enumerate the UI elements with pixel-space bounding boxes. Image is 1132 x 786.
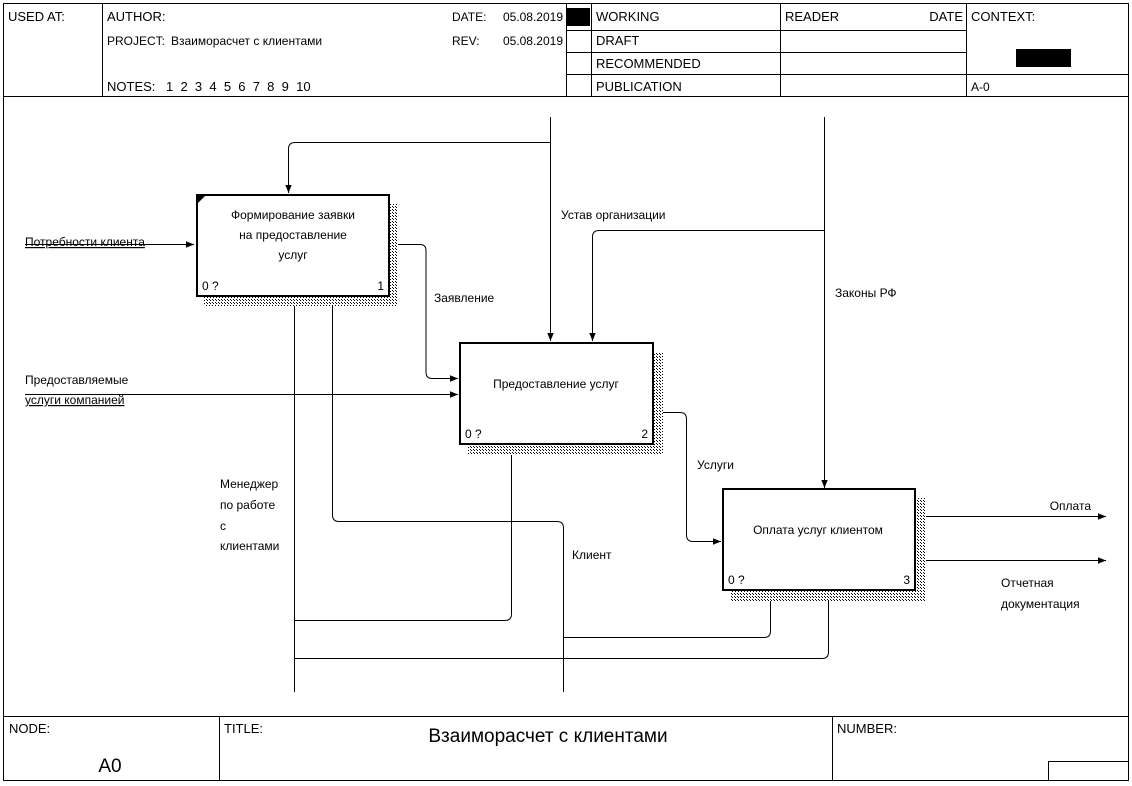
status-publication: PUBLICATION <box>596 79 682 94</box>
notes-label: NOTES: <box>107 79 155 94</box>
label-manager-line-2: по работе <box>220 498 275 512</box>
used-at-label: USED AT: <box>8 9 65 24</box>
label-needs: Потребности клиента <box>25 235 145 249</box>
arrow-manager-box2 <box>294 447 515 621</box>
working-status-marker <box>567 8 590 26</box>
reader-date-label: DATE <box>929 9 963 24</box>
date-value: 05.08.2019 <box>503 10 563 24</box>
context-node-marker <box>1016 49 1071 67</box>
notes-numbers: 1 2 3 4 5 6 7 8 9 10 <box>166 79 311 94</box>
status-recommended: RECOMMENDED <box>596 56 701 71</box>
label-services: Услуги <box>697 458 734 472</box>
footer-block: NODE: A0 TITLE: Взаиморасчет с клиентами… <box>3 716 1129 781</box>
box-3-title: Оплата услуг клиентом <box>753 523 883 537</box>
header-block: USED AT: AUTHOR: PROJECT: Взаиморасчет с… <box>3 4 1129 97</box>
arrow-client-box1 <box>329 298 564 692</box>
number-label: NUMBER: <box>837 721 897 736</box>
project-label: PROJECT: <box>107 34 165 48</box>
box-1-title-line-2: на предоставление <box>239 228 347 242</box>
context-node: A-0 <box>971 80 990 94</box>
label-application: Заявление <box>434 291 495 305</box>
diagram-title: Взаиморасчет с клиентами <box>428 726 667 747</box>
label-manager-line-4: клиентами <box>220 539 279 553</box>
label-client: Клиент <box>572 548 612 562</box>
arrow-labels: Потребности клиента Предоставляемые услу… <box>25 208 1091 611</box>
label-laws: Законы РФ <box>835 286 897 300</box>
label-services-line-2: услуги компанией <box>25 393 124 407</box>
box-3-cost: 0 ? <box>728 573 745 587</box>
context-label: CONTEXT: <box>971 9 1035 24</box>
arrow-application <box>390 244 458 382</box>
title-label: TITLE: <box>224 721 263 736</box>
arrow-charter-branch <box>285 142 551 193</box>
label-charter: Устав организации <box>561 208 665 222</box>
arrow-client-box3 <box>563 592 774 638</box>
arrows <box>25 117 1106 692</box>
rev-label: REV: <box>452 34 480 48</box>
box-1-cost: 0 ? <box>202 279 219 293</box>
box-1-number: 1 <box>377 279 384 293</box>
box-1-frame[interactable] <box>196 194 390 297</box>
author-label: AUTHOR: <box>107 9 166 24</box>
label-report-line-1: Отчетная <box>1001 576 1054 590</box>
reader-label: READER <box>785 9 839 24</box>
rev-value: 05.08.2019 <box>503 34 563 48</box>
arrow-services <box>654 412 721 545</box>
node-label: NODE: <box>9 721 50 736</box>
label-payment: Оплата <box>1050 499 1092 513</box>
box-1-corner-marker <box>198 196 205 203</box>
status-draft: DRAFT <box>596 33 639 48</box>
page-frame <box>3 3 1129 781</box>
activity-box-3[interactable]: Оплата услуг клиентом 0 ? 3 <box>722 488 926 601</box>
label-manager-line-3: с <box>220 519 226 533</box>
box-1-title-line-1: Формирование заявки <box>231 208 355 222</box>
box-2-number: 2 <box>641 427 648 441</box>
label-services-line-1: Предоставляемые <box>25 373 129 387</box>
project-name: Взаиморасчет с клиентами <box>171 34 322 48</box>
box-2-frame[interactable] <box>459 342 654 445</box>
activity-box-1[interactable]: Формирование заявки на предоставление ус… <box>196 194 398 306</box>
box-2-cost: 0 ? <box>465 427 482 441</box>
arrow-laws-branch <box>589 230 825 341</box>
box-1-title-line-3: услуг <box>278 248 308 262</box>
box-2-title: Предоставление услуг <box>493 377 619 391</box>
date-label: DATE: <box>452 10 486 24</box>
activity-box-2[interactable]: Предоставление услуг 0 ? 2 <box>459 342 663 455</box>
node-value: A0 <box>98 756 121 777</box>
label-report-line-2: документация <box>1001 597 1080 611</box>
status-working: WORKING <box>596 9 660 24</box>
box-3-frame[interactable] <box>722 488 916 591</box>
box-3-number: 3 <box>903 573 910 587</box>
label-manager-line-1: Менеджер <box>220 477 279 491</box>
arrow-manager-box3 <box>294 592 832 659</box>
